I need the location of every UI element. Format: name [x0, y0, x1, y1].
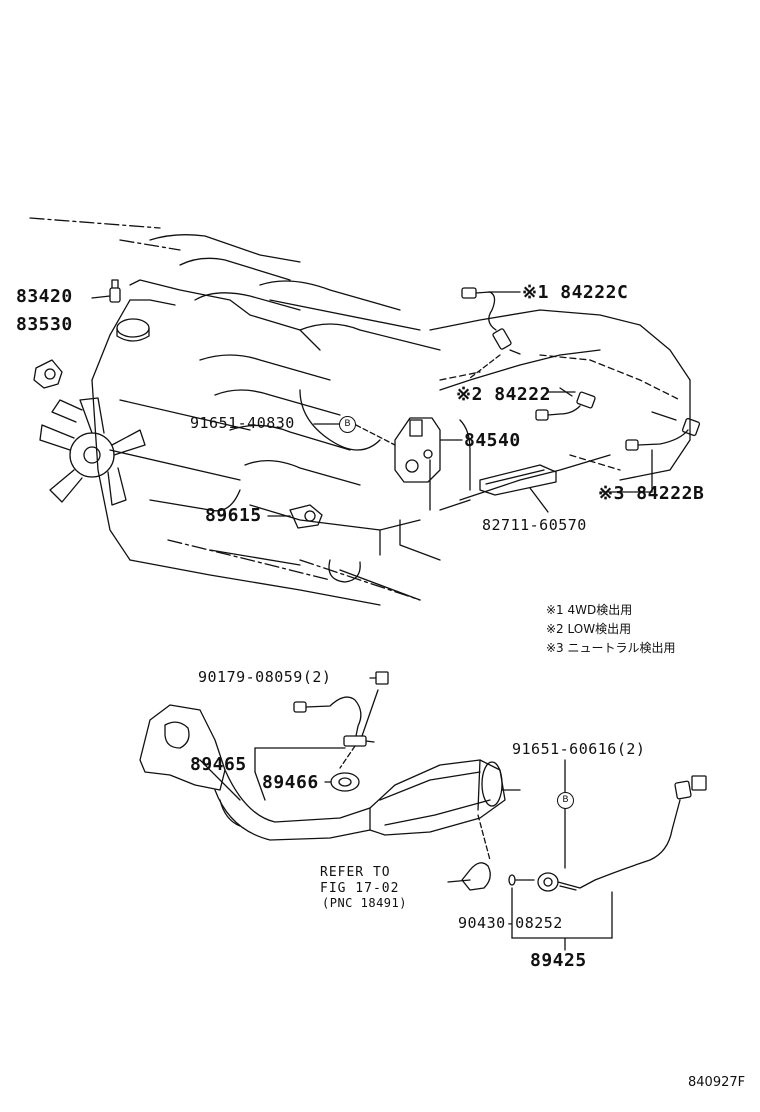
label-84222b: ※3 84222B [598, 483, 705, 504]
label-89425: 89425 [530, 950, 587, 971]
label-84540: 84540 [464, 430, 521, 451]
label-82711-60570: 82711-60570 [482, 516, 587, 534]
label-89615: 89615 [205, 505, 262, 526]
label-90430-08252: 90430-08252 [458, 914, 563, 932]
label-83530: 83530 [16, 314, 73, 335]
label-91651-60616: 91651-60616(2) [512, 740, 646, 758]
bolt-marker-b-lower: B [557, 792, 574, 809]
label-91651-40830: 91651-40830 [190, 414, 295, 432]
catalytic-converter [369, 759, 521, 836]
figure-code: 840927F [688, 1075, 746, 1090]
part-84222-switch [535, 387, 596, 421]
label-89465: 89465 [190, 754, 247, 775]
label-84222c: ※1 84222C [522, 282, 629, 303]
note-1: ※1 4WD検出用 [546, 603, 633, 617]
part-89466-gasket [324, 772, 360, 792]
exhaust-assembly [139, 671, 707, 951]
label-90179-08059: 90179-08059(2) [198, 668, 332, 686]
label-84222: ※2 84222 [456, 384, 551, 405]
part-82711-bracket [479, 464, 557, 513]
part-83420-sender [91, 279, 121, 303]
refer-line-2: FIG 17-02 [320, 881, 400, 896]
label-89466: 89466 [262, 772, 319, 793]
part-89425-sensor [508, 775, 707, 892]
part-84222b-switch [599, 411, 701, 493]
part-89615-sensor [267, 504, 323, 529]
refer-line-3: (PNC 18491) [322, 896, 407, 910]
note-2: ※2 LOW検出用 [546, 622, 632, 636]
cooling-fan [39, 397, 146, 506]
bolt-marker-b: B [339, 416, 356, 433]
part-89465-sensor [293, 671, 389, 769]
part-83530-switch [33, 359, 63, 389]
refer-line-1: REFER TO [320, 865, 391, 880]
label-83420: 83420 [16, 286, 73, 307]
note-3: ※3 ニュートラル検出用 [546, 641, 676, 655]
part-84222c-switch [461, 287, 521, 379]
engine-assembly [29, 217, 701, 606]
part-84540-sensor [355, 417, 463, 483]
